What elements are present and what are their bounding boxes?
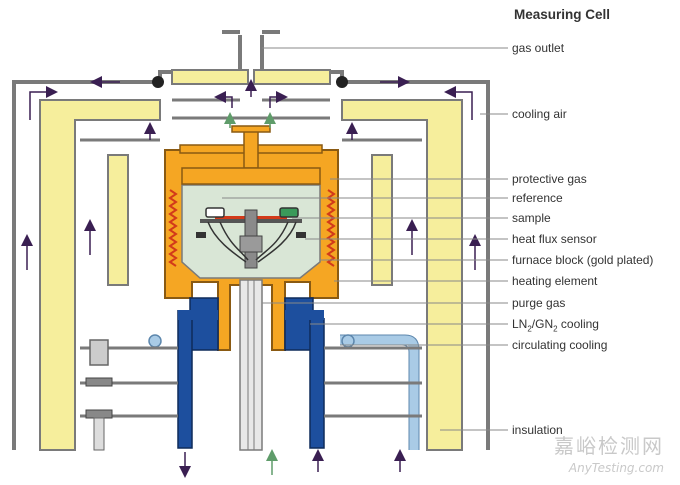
circulating-cooling-pipe: [340, 335, 419, 450]
heating-element-left: [168, 189, 178, 267]
label-cooling-air: cooling air: [512, 107, 567, 121]
ln-sub1: 2: [527, 324, 532, 334]
label-circulating-cooling: circulating cooling: [512, 338, 608, 352]
heating-element-right: [326, 189, 336, 267]
circulating-cooling-pipe-outline: [340, 334, 420, 450]
label-reference: reference: [512, 191, 563, 205]
ln-prefix: LN: [512, 317, 528, 331]
inner-lid: [181, 167, 321, 185]
thermocouple-wires: [207, 221, 297, 263]
pipe-joint-left: [148, 334, 162, 348]
label-insulation: insulation: [512, 423, 563, 437]
side-clip-left: [196, 232, 206, 238]
label-furnace-block: furnace block (gold plated): [512, 253, 654, 267]
label-protective-gas: protective gas: [512, 172, 587, 186]
ln2-cooling-left: [177, 297, 219, 449]
gasket-right: [336, 76, 348, 88]
insulation-right: [341, 99, 463, 451]
diagram-title: Measuring Cell: [514, 7, 611, 22]
side-clip-right: [296, 232, 306, 238]
label-purge-gas: purge gas: [512, 296, 566, 310]
label-heating-element: heating element: [512, 274, 598, 288]
lid-insulation-left: [171, 69, 249, 85]
ln-suffix: cooling: [557, 317, 599, 331]
watermark-cn: 嘉峪检测网: [554, 434, 664, 458]
purge-gas-arrows: [224, 112, 278, 475]
reference-crucible: [205, 207, 225, 218]
left-fitting: [85, 339, 113, 451]
label-ln-cooling: LN2/GN2 cooling: [512, 317, 599, 333]
bottom-rails: [80, 346, 422, 418]
sample-crucible: [279, 207, 299, 218]
cooling-air-arrows: [21, 76, 481, 478]
ln2-cooling-right: [284, 297, 325, 449]
ln-sub2: 2: [553, 324, 558, 334]
watermark-en: AnyTesting.com: [568, 461, 664, 475]
furnace-lid-cap: [231, 125, 271, 133]
furnace-lid-stem: [243, 127, 259, 169]
gasket-left: [152, 76, 164, 88]
lid-insulation-right: [253, 69, 331, 85]
insulation-left: [39, 99, 161, 451]
ln-mid: /GN: [531, 317, 554, 331]
label-heat-flux-sensor: heat flux sensor: [512, 232, 597, 246]
label-gas-outlet: gas outlet: [512, 41, 565, 55]
inner-plates: [80, 98, 422, 142]
sensor-block: [239, 235, 263, 253]
center-tube: [239, 279, 263, 451]
label-sample: sample: [512, 211, 551, 225]
leader-lines: [222, 47, 508, 431]
